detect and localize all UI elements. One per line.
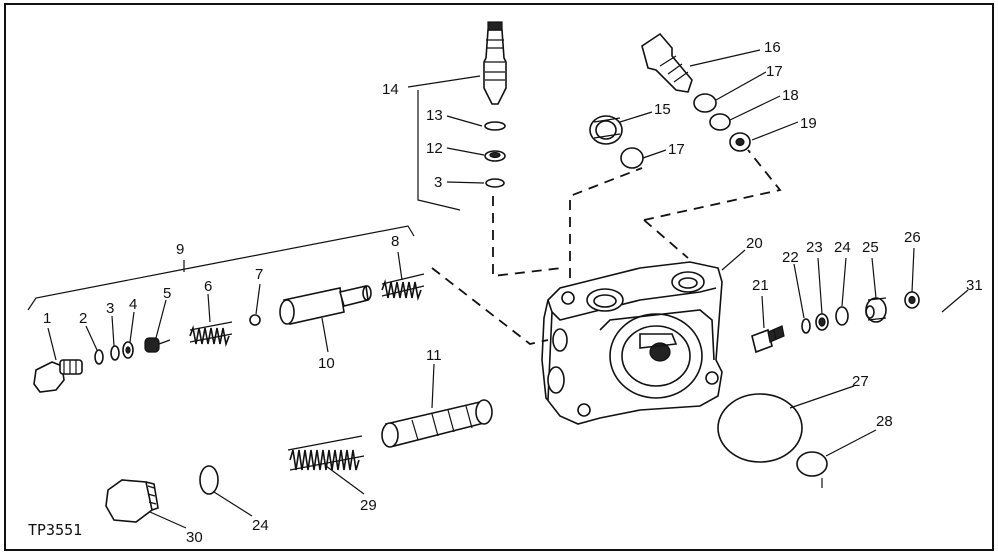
label-part-24-upper: 24 (834, 239, 851, 256)
label-part-12: 12 (426, 140, 443, 157)
cartridge-part-14 (483, 21, 507, 105)
alignment-dashed-lines (431, 149, 782, 345)
valve-body-part-20 (541, 261, 723, 425)
label-part-1: 1 (43, 310, 51, 327)
label-part-10: 10 (318, 355, 335, 372)
plug-part-25 (865, 297, 887, 323)
label-part-2: 2 (79, 310, 87, 327)
label-part-15: 15 (654, 101, 671, 118)
plug-part-30 (105, 479, 159, 523)
label-part-5: 5 (163, 285, 171, 302)
o-ring-part-18 (709, 113, 731, 131)
label-part-7: 7 (255, 266, 263, 283)
label-part-17-upper: 17 (766, 63, 783, 80)
part-labels: 1 2 3 4 5 6 7 8 9 10 11 13 12 3 14 15 16… (43, 39, 983, 546)
label-part-9: 9 (176, 241, 184, 258)
screw-part-21 (751, 325, 785, 354)
label-part-21: 21 (752, 277, 769, 294)
leader-lines (27, 49, 969, 529)
ring-part-2 (94, 349, 104, 365)
label-part-22: 22 (782, 249, 799, 266)
label-part-14: 14 (382, 81, 399, 98)
label-part-16: 16 (764, 39, 781, 56)
label-part-11: 11 (426, 347, 442, 364)
label-part-25: 25 (862, 239, 879, 256)
diagram-border (4, 3, 994, 551)
label-part-19: 19 (800, 115, 817, 132)
poppet-part-5 (144, 337, 171, 353)
label-part-30: 30 (186, 529, 203, 546)
spool-part-11 (381, 399, 493, 448)
label-part-23: 23 (806, 239, 823, 256)
seal-part-13 (484, 121, 506, 131)
o-ring-part-27 (717, 393, 803, 463)
ball-part-7 (249, 314, 261, 326)
label-part-28: 28 (876, 413, 893, 430)
spring-part-29 (287, 435, 365, 471)
washer-part-4 (122, 341, 134, 359)
label-part-24-lower: 24 (252, 517, 269, 534)
washer-part-12 (484, 150, 506, 162)
ring-part-22 (801, 318, 811, 334)
label-part-27: 27 (852, 373, 869, 390)
label-part-4: 4 (129, 296, 137, 313)
label-part-8: 8 (391, 233, 399, 250)
figure-code: TP3551 (28, 521, 82, 539)
o-ring-part-24-lower (199, 465, 219, 495)
label-part-31: 31 (966, 277, 983, 294)
piston-part-10 (279, 285, 372, 325)
o-ring-part-28 (796, 451, 828, 477)
plug-part-15 (589, 115, 623, 145)
label-part-6: 6 (204, 278, 212, 295)
label-part-18: 18 (782, 87, 799, 104)
label-part-3-upper: 3 (434, 174, 442, 191)
label-part-13: 13 (426, 107, 443, 124)
spring-part-8 (381, 273, 425, 301)
nut-part-19 (729, 132, 751, 152)
ring-part-3 (110, 345, 120, 361)
spring-part-6 (189, 321, 233, 347)
label-part-3-left: 3 (106, 300, 114, 317)
plug-part-1 (33, 359, 83, 393)
seal-part-3-upper (485, 178, 505, 188)
nut-part-26 (904, 291, 920, 309)
label-part-29: 29 (360, 497, 377, 514)
label-part-20: 20 (746, 235, 763, 252)
label-part-26: 26 (904, 229, 921, 246)
washer-part-23 (815, 313, 829, 331)
o-ring-part-17-lower (620, 147, 644, 169)
o-ring-part-17-upper (693, 93, 717, 113)
o-ring-part-24-upper (835, 306, 849, 326)
fitting-part-16 (641, 32, 693, 93)
label-part-17-lower: 17 (668, 141, 685, 158)
